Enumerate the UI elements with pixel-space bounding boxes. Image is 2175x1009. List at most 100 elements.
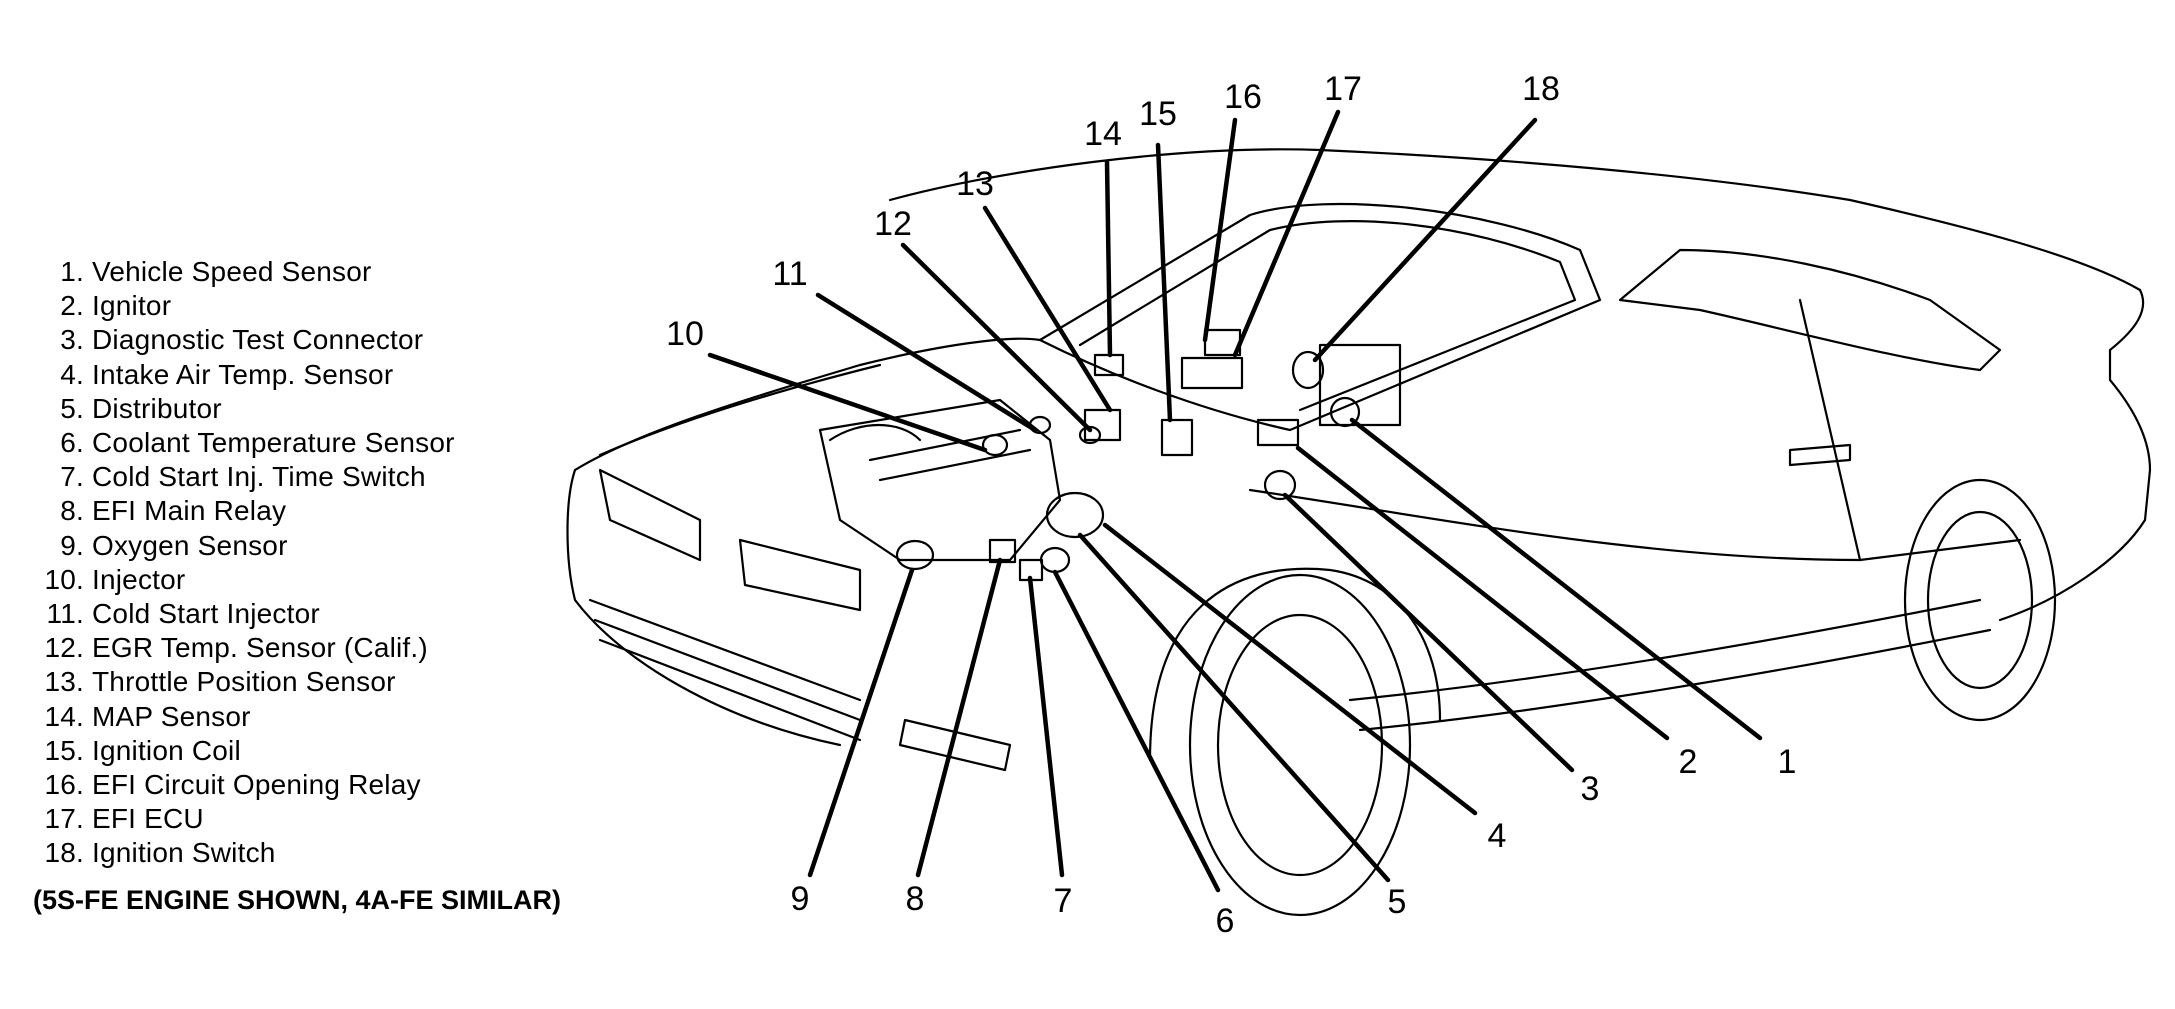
legend-label: Injector (92, 563, 186, 595)
callout-4: 4 (1488, 817, 1507, 855)
legend-label: Ignition Coil (92, 734, 241, 766)
legend-number: 14. (44, 700, 84, 732)
legend-number: 3. (60, 324, 84, 356)
rear-wheel-rim (1926, 510, 2034, 690)
headlight-right (738, 538, 862, 612)
leader-line-1 (1349, 417, 1763, 741)
leader-line-5 (1077, 532, 1391, 883)
leader-line-7 (1027, 575, 1065, 878)
legend-item: 14.MAP Sensor (40, 700, 455, 734)
leader-line-4 (1102, 522, 1478, 816)
speed-sensor-body (1329, 396, 1361, 428)
ignition-coil-body (1160, 418, 1194, 457)
legend-label: Coolant Temperature Sensor (92, 427, 455, 459)
legend-item: 3.Diagnostic Test Connector (40, 323, 455, 357)
callout-5: 5 (1388, 883, 1407, 921)
tps-body (1083, 408, 1122, 442)
legend-number: 10. (44, 563, 84, 595)
door-line (1798, 298, 1862, 562)
headlight-left (598, 468, 702, 562)
leader-line-12 (900, 242, 1093, 433)
engine-caption: (5S-FE ENGINE SHOWN, 4A-FE SIMILAR) (33, 885, 562, 915)
leader-line-16 (1202, 117, 1238, 343)
distributor-body (1045, 491, 1105, 539)
legend-label: MAP Sensor (92, 700, 251, 732)
callout-13: 13 (956, 165, 994, 203)
injector-body (981, 433, 1009, 457)
fog-light (898, 718, 1012, 772)
legend-item: 10.Injector (40, 563, 455, 597)
leader-line-14 (1104, 159, 1113, 358)
callout-7: 7 (1054, 882, 1073, 920)
front-grille (588, 598, 862, 742)
legend-number: 18. (44, 837, 84, 869)
callout-12: 12 (874, 205, 912, 243)
coolant-sensor-body (1039, 546, 1071, 574)
callout-numbers: 1 2 3 4 5 6 7 8 9 10 11 12 13 14 15 16 1… (666, 70, 1796, 940)
legend-number: 16. (44, 769, 84, 801)
leader-line-17 (1232, 109, 1341, 358)
legend-label: EFI Main Relay (92, 495, 287, 527)
legend-item: 5.Distributor (40, 392, 455, 426)
callout-18: 18 (1522, 70, 1560, 108)
legend-number: 2. (60, 290, 84, 322)
legend-label: Cold Start Injector (92, 598, 320, 630)
leader-line-2 (1295, 445, 1670, 741)
callout-17: 17 (1324, 70, 1362, 108)
front-bumper (566, 468, 842, 747)
legend-item: 2.Ignitor (40, 289, 455, 323)
legend-label: EFI Circuit Opening Relay (92, 769, 421, 801)
engine-block (818, 398, 1062, 562)
side-window (1618, 248, 2002, 372)
legend-item: 9.Oxygen Sensor (40, 529, 455, 563)
iat-sensor-body (1263, 469, 1297, 501)
front-wheel-rim (1216, 613, 1384, 877)
legend-item: 13.Throttle Position Sensor (40, 665, 455, 699)
callout-1: 1 (1778, 743, 1797, 781)
diag-connector-body (1256, 418, 1300, 447)
legend-label: Cold Start Inj. Time Switch (92, 461, 426, 493)
legend-number: 11. (46, 598, 84, 630)
legend-label: Throttle Position Sensor (92, 666, 396, 698)
component-legend: 1.Vehicle Speed Sensor 2.Ignitor 3.Diagn… (40, 255, 455, 871)
car-roof-outline (888, 148, 2142, 292)
legend-number: 7. (60, 461, 84, 493)
legend-number: 1. (60, 256, 84, 287)
callout-3: 3 (1581, 770, 1600, 808)
legend-number: 5. (60, 392, 84, 424)
legend-label: Intake Air Temp. Sensor (92, 358, 394, 390)
legend-item: 17.EFI ECU (40, 802, 455, 836)
legend-item: 18.Ignition Switch (40, 836, 455, 870)
leader-line-13 (982, 205, 1113, 413)
callout-2: 2 (1679, 743, 1698, 781)
callout-10: 10 (666, 315, 704, 353)
ignition-switch-body (1291, 350, 1325, 390)
legend-item: 12.EGR Temp. Sensor (Calif.) (40, 631, 455, 665)
windshield (1038, 202, 1602, 432)
front-wheel (1188, 573, 1412, 917)
legend-number: 17. (44, 803, 84, 835)
legend-item: 8.EFI Main Relay (40, 494, 455, 528)
body-side (1248, 488, 2022, 562)
windshield-inner (1078, 220, 1577, 412)
leader-line-6 (1052, 569, 1221, 893)
legend-label: Diagnostic Test Connector (92, 324, 424, 356)
rocker-panel-lower (1358, 628, 1992, 732)
callout-14: 14 (1084, 115, 1122, 153)
ecu-box (1180, 356, 1244, 390)
callout-11: 11 (772, 255, 807, 293)
leader-line-18 (1312, 117, 1538, 363)
legend-label: Ignition Switch (92, 837, 276, 869)
hood-crease (598, 363, 882, 457)
car-rear-outline (1998, 288, 2152, 622)
legend-label: EFI ECU (92, 803, 204, 835)
door-handle (1788, 443, 1852, 467)
legend-label: EGR Temp. Sensor (Calif.) (92, 632, 428, 664)
legend-label: Oxygen Sensor (92, 529, 288, 561)
leader-line-15 (1155, 142, 1173, 423)
legend-number: 12. (44, 632, 84, 664)
rear-wheel (1903, 478, 2057, 722)
legend-item: 6.Coolant Temperature Sensor (40, 426, 455, 460)
callout-9: 9 (791, 880, 810, 918)
